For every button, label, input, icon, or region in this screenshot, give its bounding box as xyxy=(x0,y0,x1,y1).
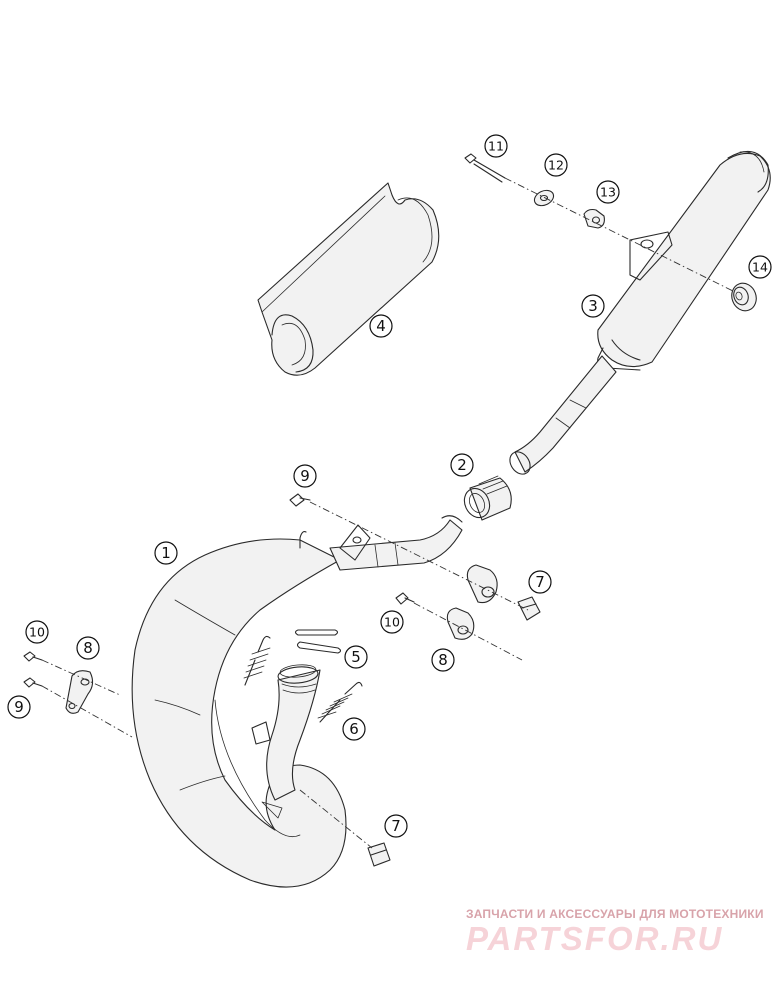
svg-text:8: 8 xyxy=(83,639,93,657)
callout-6: 6 xyxy=(342,717,366,741)
callout-2: 2 xyxy=(450,453,474,477)
callout-4: 4 xyxy=(369,314,393,338)
watermark-logo: PARTSFOR.RU xyxy=(466,920,724,957)
callout-8-right: 8 xyxy=(431,648,455,672)
svg-text:10: 10 xyxy=(384,615,400,630)
callout-9-upper: 9 xyxy=(293,464,317,488)
callout-5: 5 xyxy=(344,645,368,669)
callout-10-right: 10 xyxy=(380,610,404,634)
callout-3: 3 xyxy=(581,294,605,318)
springs xyxy=(243,635,363,723)
callout-13: 13 xyxy=(596,180,620,204)
header-pipe xyxy=(131,515,463,888)
watermark-tagline: ЗАПЧАСТИ И АКСЕССУАРЫ ДЛЯ МОТОТЕХНИКИ xyxy=(466,907,764,921)
svg-text:12: 12 xyxy=(548,158,564,173)
svg-text:9: 9 xyxy=(14,698,24,716)
coupling-sleeve xyxy=(463,475,512,521)
svg-text:8: 8 xyxy=(438,651,448,669)
bolts xyxy=(23,153,757,688)
svg-text:7: 7 xyxy=(535,573,545,591)
svg-text:7: 7 xyxy=(391,817,401,835)
callout-11: 11 xyxy=(484,134,508,158)
callout-12: 12 xyxy=(544,153,568,177)
callout-10-left: 10 xyxy=(25,620,49,644)
heat-shield-sleeve xyxy=(257,182,440,376)
svg-text:3: 3 xyxy=(588,297,598,315)
silencer xyxy=(509,150,771,475)
svg-text:5: 5 xyxy=(351,648,361,666)
svg-text:11: 11 xyxy=(488,139,504,154)
clips xyxy=(367,596,541,867)
o-rings xyxy=(294,629,342,654)
callout-7-lower: 7 xyxy=(384,814,408,838)
callout-8-left: 8 xyxy=(76,636,100,660)
callout-7-upper: 7 xyxy=(528,570,552,594)
svg-text:10: 10 xyxy=(29,625,45,640)
svg-text:4: 4 xyxy=(376,317,386,335)
callout-14: 14 xyxy=(748,255,772,279)
svg-text:9: 9 xyxy=(300,467,310,485)
svg-text:13: 13 xyxy=(600,185,616,200)
callout-9-left: 9 xyxy=(7,695,31,719)
assembly-lines xyxy=(41,177,736,849)
svg-text:14: 14 xyxy=(752,260,768,275)
svg-text:1: 1 xyxy=(161,544,171,562)
svg-text:2: 2 xyxy=(457,456,467,474)
callout-1: 1 xyxy=(154,541,178,565)
svg-text:6: 6 xyxy=(349,720,359,738)
